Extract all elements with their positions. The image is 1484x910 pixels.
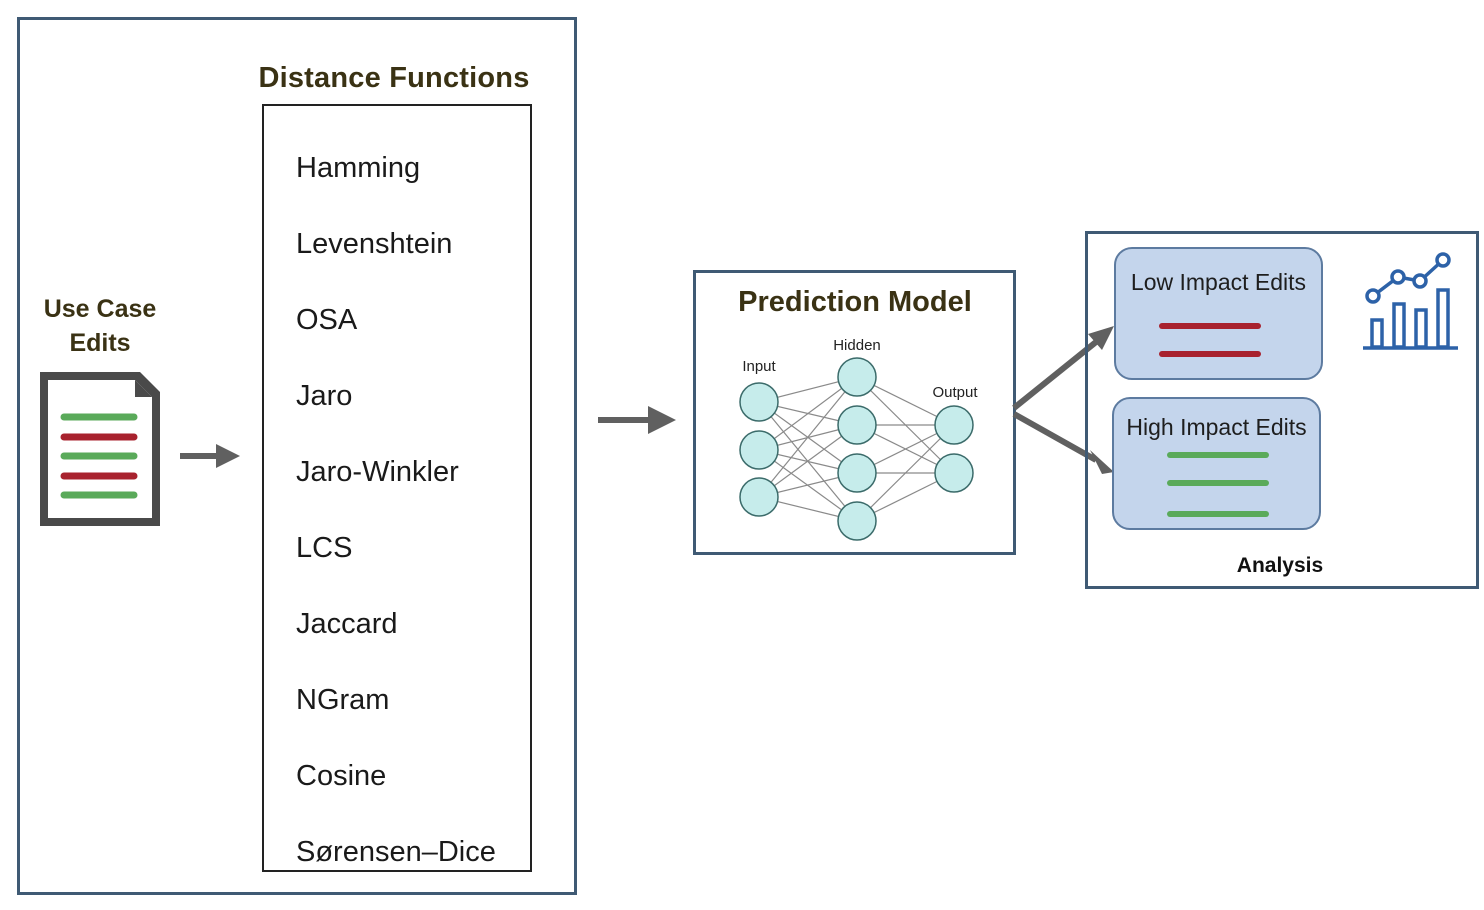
list-item: Levenshtein <box>296 228 453 260</box>
nn-connection <box>758 376 858 498</box>
list-item: NGram <box>296 684 390 716</box>
analysis-box <box>1085 231 1479 589</box>
input-node <box>739 382 779 422</box>
arrow-right-icon <box>598 406 676 434</box>
edits-panel <box>17 17 577 895</box>
green-bar <box>1167 480 1269 486</box>
output-node <box>934 405 974 445</box>
low-impact-card: Low Impact Edits <box>1114 247 1323 380</box>
list-item: Hamming <box>296 152 421 184</box>
list-item: Jaro-Winkler <box>296 456 459 488</box>
distance-functions-list: Hamming Levenshtein OSA Jaro Jaro-Winkle… <box>262 104 532 872</box>
nn-connection <box>758 424 858 498</box>
output-arrows <box>1012 326 1114 474</box>
output-node <box>934 453 974 493</box>
list-item: OSA <box>296 304 358 336</box>
line-bar-chart-icon <box>1363 252 1458 350</box>
document-icon <box>40 372 160 526</box>
prediction-model-title: Prediction Model <box>738 286 972 318</box>
output-layer-label: Output <box>932 384 978 401</box>
use-case-edits-label: Use Case Edits <box>30 292 170 360</box>
list-item: Cosine <box>296 760 387 792</box>
list-item: Sørensen–Dice <box>296 836 496 868</box>
analysis-label: Analysis <box>1236 554 1324 577</box>
distance-functions-title: Distance Functions <box>258 62 530 94</box>
use-case-label-line1: Use Case <box>43 295 157 323</box>
arrow-right-icon <box>180 444 240 468</box>
input-node <box>739 477 779 517</box>
hidden-layer-label: Hidden <box>833 337 881 354</box>
hidden-node <box>837 453 877 493</box>
list-item: Jaro <box>296 380 353 412</box>
red-bar <box>1159 351 1261 357</box>
green-bar <box>1167 511 1269 517</box>
green-bar <box>1167 452 1269 458</box>
hidden-node <box>837 357 877 397</box>
hidden-node <box>837 405 877 445</box>
input-node <box>739 430 779 470</box>
red-bar <box>1159 323 1261 329</box>
low-impact-label: Low Impact Edits <box>1130 269 1307 295</box>
nn-connection <box>758 376 858 451</box>
nn-connection <box>856 424 955 522</box>
high-impact-label: High Impact Edits <box>1126 414 1307 440</box>
list-item: Jaccard <box>296 608 398 640</box>
input-layer-label: Input <box>742 358 776 375</box>
use-case-label-line2: Edits <box>69 329 131 357</box>
list-item: LCS <box>296 532 353 564</box>
high-impact-card: High Impact Edits <box>1112 397 1321 530</box>
hidden-node <box>837 501 877 541</box>
neural-network-diagram: Input Hidden Output <box>739 337 978 541</box>
